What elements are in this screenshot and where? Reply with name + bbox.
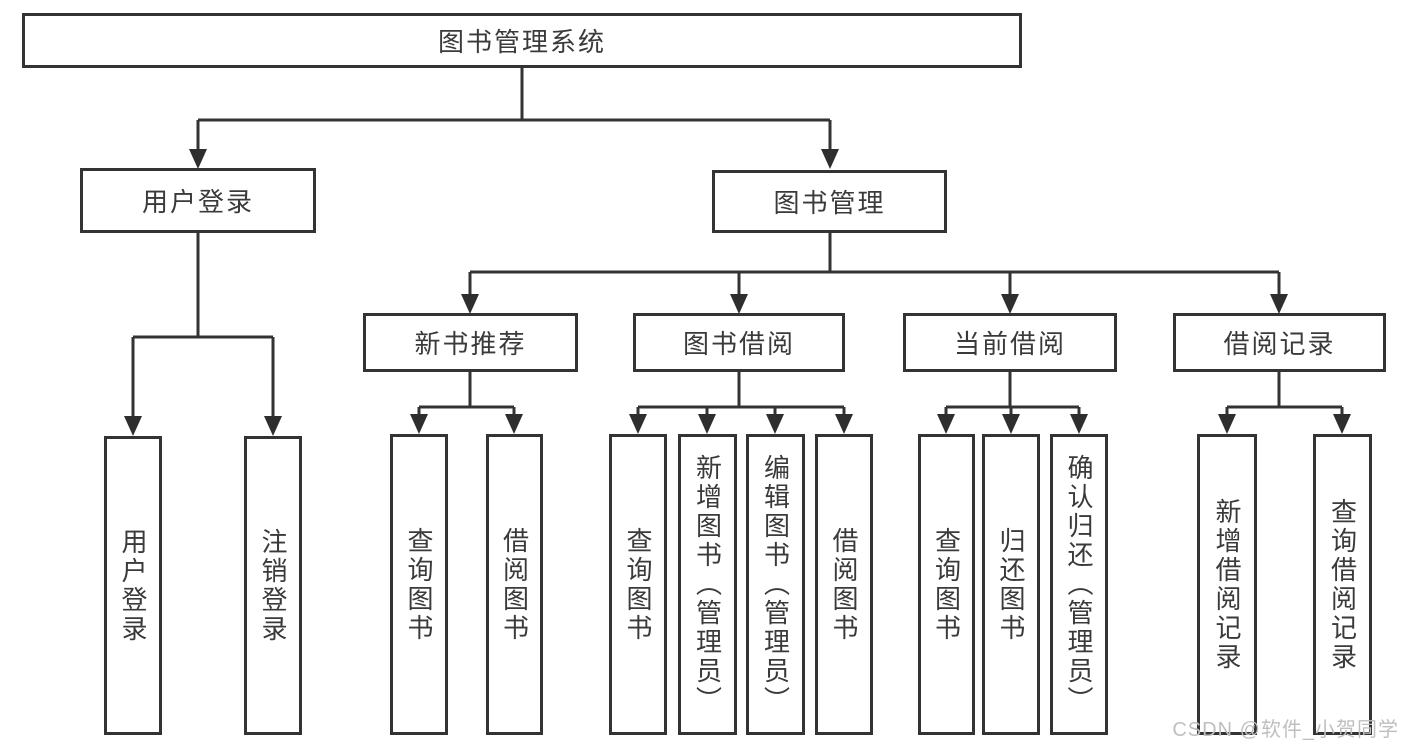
node-label: 用户登录 bbox=[141, 187, 254, 217]
arrow-icon bbox=[124, 416, 142, 436]
arrow-icon bbox=[1001, 294, 1019, 314]
node-label: 图书管理 bbox=[773, 188, 886, 218]
connector-path bbox=[131, 68, 1344, 418]
node-label: 归还图书 bbox=[996, 526, 1026, 643]
node-label: 查询图书 bbox=[931, 526, 962, 643]
arrow-icon bbox=[698, 414, 716, 434]
arrow-icon bbox=[410, 414, 428, 434]
node-book-borrowing: 图书借阅 bbox=[633, 313, 845, 372]
arrow-icon bbox=[1270, 294, 1288, 314]
leaf-bb-edit-book-admin: 编辑图书（管理员） bbox=[746, 434, 805, 735]
node-label: 新增借阅记录 bbox=[1212, 497, 1242, 672]
node-label: 查询图书 bbox=[623, 526, 653, 643]
node-label: 图书借阅 bbox=[682, 329, 795, 359]
node-label: 用户登录 bbox=[118, 527, 148, 644]
leaf-br-query-record: 查询借阅记录 bbox=[1313, 434, 1372, 735]
arrow-icon bbox=[1002, 414, 1020, 434]
leaf-bb-borrow-books: 借阅图书 bbox=[815, 434, 873, 735]
arrowheads bbox=[124, 149, 1351, 436]
node-book-management: 图书管理 bbox=[712, 170, 947, 233]
node-new-book-recommendation: 新书推荐 bbox=[363, 313, 578, 372]
node-label: 借阅图书 bbox=[499, 526, 530, 643]
arrow-icon bbox=[1070, 414, 1088, 434]
csdn-watermark: CSDN @软件_小贺同学 bbox=[1172, 719, 1399, 741]
node-library-system: 图书管理系统 bbox=[22, 13, 1022, 68]
node-label: 新增图书（管理员） bbox=[692, 454, 723, 715]
leaf-user-login: 用户登录 bbox=[104, 436, 162, 735]
leaf-br-add-record: 新增借阅记录 bbox=[1197, 434, 1257, 735]
arrow-icon bbox=[629, 414, 647, 434]
leaf-bb-add-book-admin: 新增图书（管理员） bbox=[678, 434, 737, 735]
leaf-nb-borrow-books: 借阅图书 bbox=[486, 434, 543, 735]
node-label: 确认归还（管理员） bbox=[1064, 454, 1094, 715]
leaf-cb-query-books: 查询图书 bbox=[918, 434, 975, 735]
arrow-icon bbox=[264, 416, 282, 436]
node-label: 注销登录 bbox=[258, 527, 288, 644]
leaf-cb-confirm-return-admin: 确认归还（管理员） bbox=[1050, 434, 1108, 735]
leaf-cb-return-books: 归还图书 bbox=[982, 434, 1040, 735]
arrow-icon bbox=[821, 149, 839, 169]
arrow-icon bbox=[1218, 414, 1236, 434]
node-label: 编辑图书（管理员） bbox=[760, 454, 791, 715]
arrow-icon bbox=[461, 294, 479, 314]
arrow-icon bbox=[730, 294, 748, 314]
arrow-icon bbox=[189, 149, 207, 169]
leaf-nb-query-books: 查询图书 bbox=[390, 434, 448, 735]
node-label: 借阅图书 bbox=[829, 526, 859, 643]
leaf-logout: 注销登录 bbox=[244, 436, 302, 735]
node-label: 图书管理系统 bbox=[437, 27, 606, 57]
node-label: 当前借阅 bbox=[953, 329, 1066, 359]
node-label: 查询借阅记录 bbox=[1327, 497, 1358, 672]
node-borrowing-records: 借阅记录 bbox=[1173, 313, 1386, 372]
arrow-icon bbox=[835, 414, 853, 434]
leaf-bb-query-books: 查询图书 bbox=[609, 434, 667, 735]
node-label: 借阅记录 bbox=[1223, 329, 1336, 359]
arrow-icon bbox=[1333, 414, 1351, 434]
node-current-borrowing: 当前借阅 bbox=[903, 313, 1117, 372]
arrow-icon bbox=[766, 414, 784, 434]
node-label: 新书推荐 bbox=[414, 329, 527, 359]
arrow-icon bbox=[937, 414, 955, 434]
arrow-icon bbox=[505, 414, 523, 434]
node-label: 查询图书 bbox=[404, 526, 434, 643]
node-user-login: 用户登录 bbox=[80, 168, 316, 233]
